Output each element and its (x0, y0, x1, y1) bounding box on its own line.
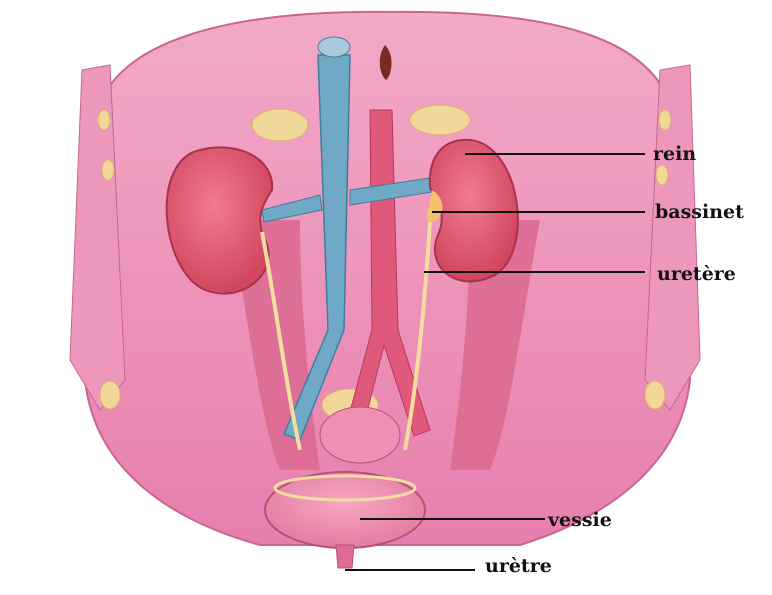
right-ureter (403, 221, 432, 451)
renal-pelvis (426, 190, 443, 222)
urethra-tube (335, 544, 355, 569)
leader-lines (345, 153, 645, 571)
bladder (264, 471, 426, 549)
esophagus-opening (379, 45, 392, 80)
right-kidney (428, 138, 519, 283)
vena-cava (283, 54, 351, 441)
label-uretere: uretère (657, 263, 736, 285)
label-rein: rein (653, 143, 696, 165)
bladder-rim (273, 474, 417, 502)
left-ureter (260, 231, 302, 451)
label-vessie: vessie (547, 509, 612, 531)
label-uretre: urètre (485, 555, 552, 577)
label-bassinet: bassinet (655, 201, 744, 223)
left-renal-vein (261, 194, 323, 223)
vena-cava-top (317, 36, 351, 58)
aorta (343, 109, 431, 441)
pelvic-organ (319, 406, 401, 464)
right-psoas-muscle (450, 220, 540, 470)
